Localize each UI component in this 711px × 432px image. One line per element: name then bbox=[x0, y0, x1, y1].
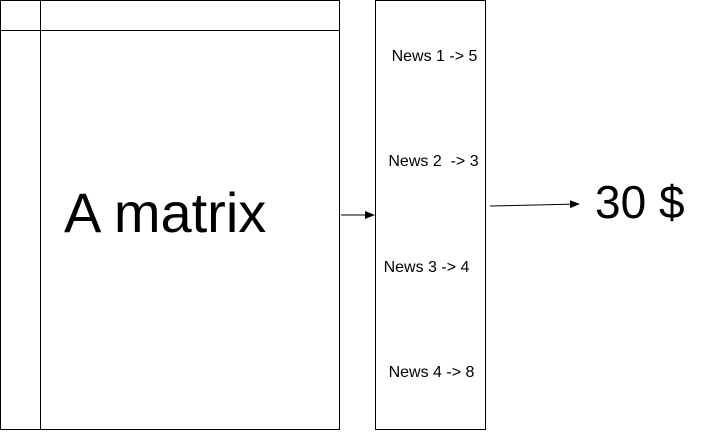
news-item: News 4 -> 8 bbox=[388, 364, 475, 381]
matrix-label: A matrix bbox=[64, 181, 267, 244]
result-label: 30 $ bbox=[595, 176, 685, 228]
news-item: News 3 -> 4 bbox=[383, 259, 470, 276]
matrix-column-divider bbox=[40, 1, 41, 429]
matrix-header-divider bbox=[1, 30, 339, 31]
news-list-box: News 1 -> 5 News 2 -> 3 News 3 -> 4 News… bbox=[375, 0, 486, 430]
news-item: News 1 -> 5 bbox=[391, 48, 478, 65]
matrix-box: A matrix bbox=[0, 0, 340, 430]
arrow-news-to-result bbox=[489, 200, 580, 209]
news-item: News 2 -> 3 bbox=[388, 153, 479, 170]
